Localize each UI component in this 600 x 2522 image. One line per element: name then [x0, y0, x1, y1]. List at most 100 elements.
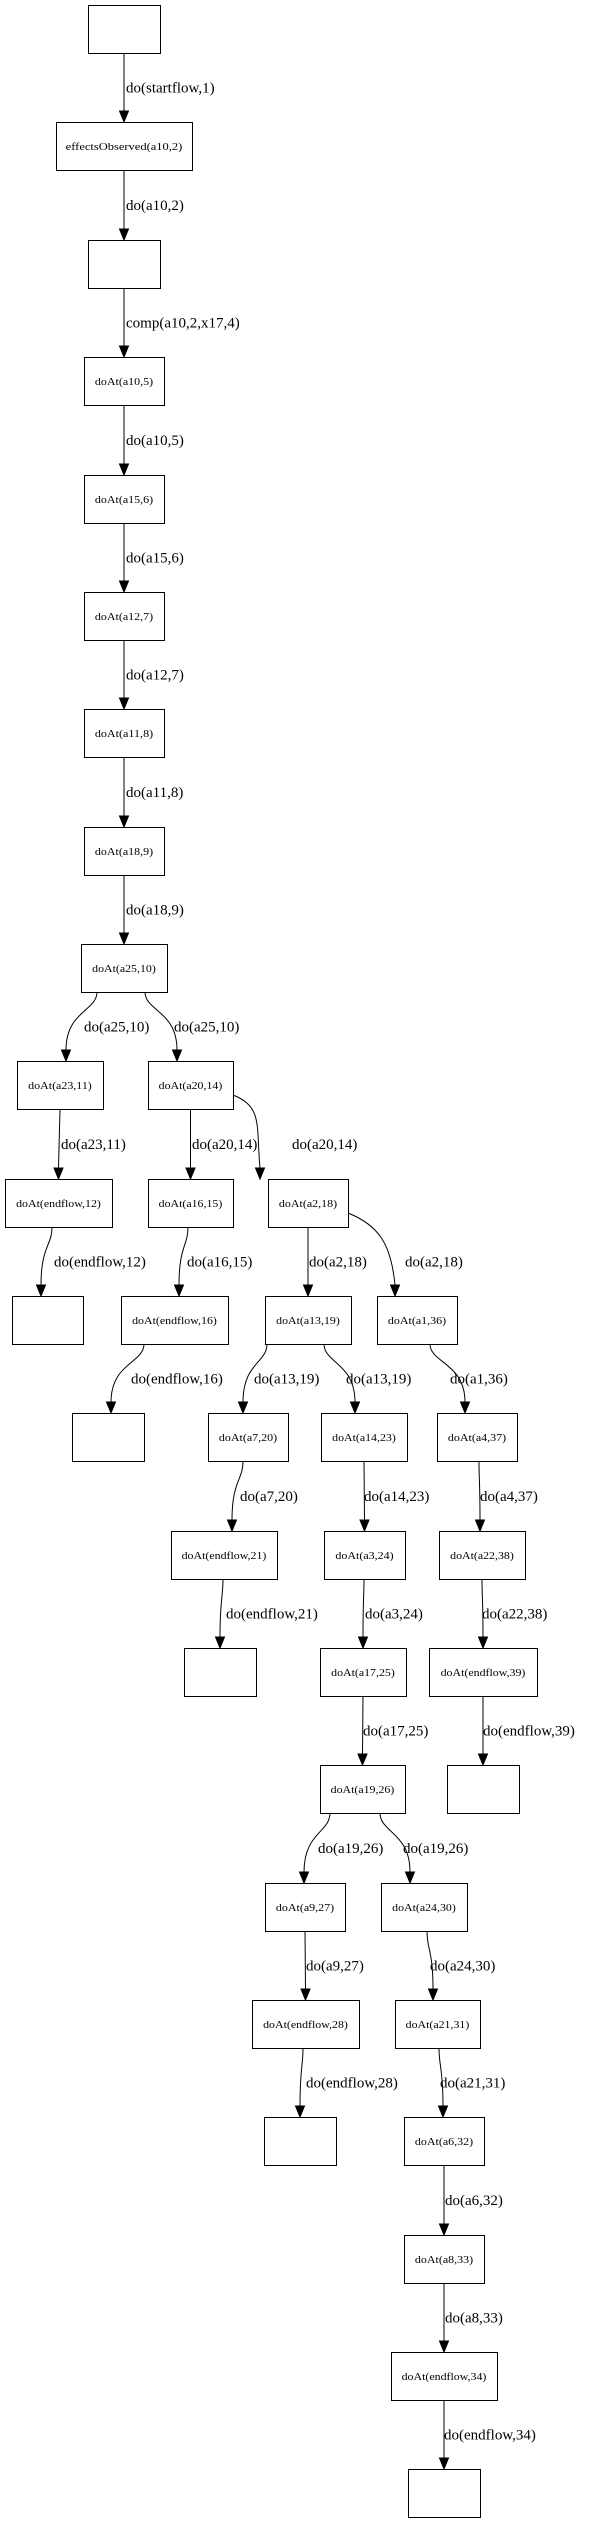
node-box [88, 240, 161, 289]
edge-label: do(a9,27) [306, 1959, 364, 1975]
node-box [447, 1765, 520, 1814]
arrowhead-icon [214, 1636, 226, 1650]
arrowhead-icon [294, 2105, 306, 2119]
node-box [391, 2352, 498, 2401]
node-label: doAt(a10,5) [95, 377, 153, 388]
arrowhead-icon [118, 815, 130, 829]
edge-line [231, 1460, 244, 1521]
node-label: doAt(a17,25) [331, 1668, 395, 1679]
transition-edge: do(a2,18) [302, 1227, 367, 1298]
edge-line [362, 1695, 364, 1755]
transition-edge: do(a23,11) [53, 1108, 126, 1181]
state-node: doAt(a12,7) [84, 592, 165, 641]
empty-state-node [264, 2117, 337, 2166]
node-label: doAt(a14,23) [332, 1433, 396, 1444]
node-box [268, 1179, 349, 1228]
arrowhead-icon [438, 2223, 450, 2237]
arrowhead-icon [173, 1284, 185, 1298]
transition-edge: do(a14,23) [359, 1460, 429, 1533]
edge-label: do(a8,33) [445, 2311, 503, 2327]
edge-line [478, 1460, 481, 1521]
state-node: doAt(a4,37) [437, 1413, 518, 1462]
transition-edge: do(a20,14) [232, 1094, 357, 1181]
edge-label: do(endflow,28) [306, 2076, 398, 2092]
edge-label: do(a21,31) [440, 2076, 505, 2092]
arrowhead-icon [118, 697, 130, 711]
edge-label: do(a7,20) [240, 1489, 298, 1505]
edge-label: do(a13,19) [346, 1372, 411, 1388]
node-label: doAt(a4,37) [448, 1433, 506, 1444]
node-label: doAt(a20,14) [159, 1081, 223, 1092]
transition-edge: do(a3,24) [357, 1578, 423, 1650]
transition-edge: do(a7,20) [226, 1460, 298, 1533]
edge-line [144, 991, 178, 1051]
transition-edge: do(a24,30) [426, 1930, 495, 2002]
node-box [148, 1179, 234, 1228]
edge-line [363, 1460, 365, 1521]
transition-edge: do(a13,19) [237, 1343, 319, 1415]
arrowhead-icon [357, 1636, 369, 1650]
node-box [208, 1413, 289, 1462]
transition-edge: do(endflow,16) [105, 1343, 223, 1415]
state-node: doAt(endflow,28) [252, 2000, 360, 2049]
state-node: doAt(a8,33) [404, 2235, 485, 2284]
edge-line [299, 2047, 304, 2107]
edge-label: do(a23,11) [61, 1137, 126, 1153]
node-box [84, 475, 165, 524]
transition-edge: do(endflow,39) [477, 1696, 575, 1767]
arrowhead-icon [459, 1401, 471, 1415]
transition-edge: do(a1,36) [429, 1343, 508, 1415]
arrowhead-icon [349, 1401, 361, 1415]
transition-edge: do(a4,37) [474, 1460, 538, 1533]
empty-state-node [88, 240, 161, 289]
transition-edge: do(a19,26) [379, 1812, 468, 1885]
transition-edge: do(a19,26) [298, 1812, 383, 1885]
state-node: doAt(a15,6) [84, 475, 165, 524]
transition-edge: do(a6,32) [438, 2165, 503, 2237]
state-node: doAt(a10,5) [84, 357, 165, 406]
node-box [408, 2469, 481, 2518]
transition-edge: do(a22,38) [477, 1578, 547, 1650]
node-label: doAt(a25,10) [92, 964, 156, 975]
transition-edge: do(a10,5) [118, 405, 184, 477]
node-label: doAt(endflow,39) [441, 1668, 526, 1679]
arrowhead-icon [254, 1167, 266, 1181]
arrowhead-icon [53, 1167, 64, 1181]
arrowhead-icon [474, 1519, 486, 1533]
arrowhead-icon [237, 1401, 249, 1415]
node-label: doAt(a22,38) [450, 1551, 514, 1562]
edge-line [426, 1930, 434, 1990]
node-label: doAt(a16,15) [159, 1199, 223, 1210]
edge-label: do(a15,6) [126, 551, 184, 567]
edge-label: do(a2,18) [309, 1255, 367, 1271]
edge-label: do(a1,36) [450, 1372, 508, 1388]
arrowhead-icon [118, 228, 130, 242]
arrowhead-icon [226, 1519, 238, 1533]
edge-line [219, 1578, 224, 1638]
transition-edge: do(a16,15) [173, 1226, 252, 1298]
edge-line [242, 1343, 268, 1403]
state-node: doAt(a24,30) [381, 1883, 468, 1932]
edge-label: do(a18,9) [126, 903, 184, 919]
node-label: doAt(a21,31) [406, 2020, 470, 2031]
arrowhead-icon [359, 1519, 370, 1533]
node-box [56, 122, 193, 171]
transition-edge: do(a25,10) [60, 991, 149, 1063]
state-node: doAt(a16,15) [148, 1179, 234, 1228]
edge-line [58, 1108, 61, 1169]
nodes-layer: effectsObserved(a10,2)doAt(a10,5)doAt(a1… [5, 5, 538, 2518]
arrowhead-icon [118, 580, 130, 594]
node-box [437, 1413, 518, 1462]
edge-line [65, 991, 98, 1051]
node-box [88, 5, 161, 54]
node-box [184, 1648, 257, 1697]
node-box [84, 592, 165, 641]
node-label: doAt(endflow,34) [402, 2372, 487, 2383]
edge-label: do(a14,23) [364, 1489, 429, 1505]
node-box [395, 2000, 481, 2049]
node-box [17, 1061, 104, 1110]
edge-label: do(a24,30) [430, 1959, 495, 1975]
edge-line [429, 1343, 466, 1403]
edge-line [304, 1930, 306, 1990]
state-node: doAt(a22,38) [439, 1531, 526, 1580]
